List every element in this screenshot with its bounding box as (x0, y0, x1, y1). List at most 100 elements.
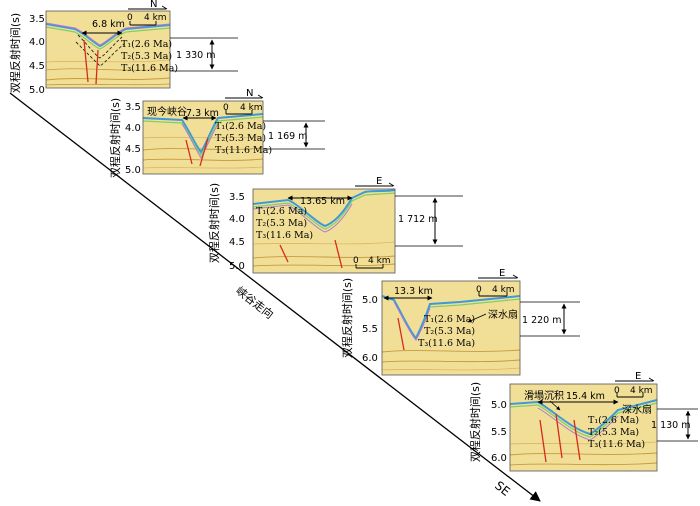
y-axis-title: 双程反射时间(s) (340, 278, 354, 358)
orientation-label: E (376, 176, 382, 187)
y-axis-title: 双程反射时间(s) (8, 13, 22, 93)
tick-label: 5.0 (125, 165, 141, 176)
horizon-label: T₁(2.6 Ma) (121, 39, 172, 50)
depth-measure: 1 130 m (651, 408, 698, 442)
width-measure: 6.8 km (81, 19, 125, 36)
horizon-label: T₃(11.6 Ma) (215, 145, 272, 156)
tick-label: 5.5 (491, 427, 507, 438)
width-label: 6.8 km (92, 19, 125, 30)
tick-label: 6.0 (362, 353, 378, 364)
horizon-label: T₁(2.6 Ma) (424, 314, 475, 325)
seismic-panel-2: 双程反射时间(s) 3.5 4.0 4.5 5.0 N (108, 88, 325, 178)
horizon-label: T₂(5.3 Ma) (424, 326, 475, 337)
tick-label: 4.0 (229, 214, 245, 225)
y-axis-ticks: 3.5 4.0 4.5 5.0 (229, 192, 245, 272)
annotation-current-canyon: 现今峡谷 (147, 105, 187, 118)
tick-label: 3.5 (229, 192, 245, 203)
tick-label: 5.0 (362, 295, 378, 306)
scale-length: 4 km (144, 13, 167, 23)
depth-label: 1 712 m (398, 214, 437, 225)
y-axis-title: 双程反射时间(s) (108, 98, 122, 178)
scale-length: 4 km (368, 256, 391, 266)
horizon-label: T₂(5.3 Ma) (256, 218, 307, 229)
width-label: 7.3 km (186, 108, 219, 119)
y-axis-ticks: 5.0 5.5 6.0 (362, 295, 378, 364)
seismic-panel-5: 双程反射时间(s) 5.0 5.5 6.0 E (468, 371, 698, 472)
y-axis-ticks: 3.5 4.0 4.5 5.0 (29, 14, 45, 96)
scale-length: 4 km (492, 285, 515, 295)
width-measure: 7.3 km (182, 108, 219, 121)
orientation-indicator: N (128, 0, 168, 10)
tick-label: 3.5 (29, 14, 45, 25)
canyon-direction-label: 峡谷走向 (233, 283, 276, 321)
width-measure: 15.4 km (537, 391, 619, 405)
horizon-label: T₂(5.3 Ma) (215, 133, 266, 144)
horizon-label: T₃(11.6 Ma) (121, 63, 178, 74)
depth-measure: 1 220 m (520, 301, 580, 337)
seismic-image (509, 383, 658, 472)
scale-length: 4 km (240, 103, 263, 113)
depth-measure: 1 712 m (395, 195, 463, 247)
scale-zero: 0 (476, 285, 482, 295)
tick-label: 4.5 (125, 144, 141, 155)
tick-label: 6.0 (491, 453, 507, 464)
scale-length: 4 km (630, 386, 653, 396)
seismic-panel-3: 双程反射时间(s) 3.5 4.0 4.5 5.0 E 13.65 km (207, 176, 463, 274)
tick-label: 5.0 (29, 85, 45, 96)
horizon-label: T₃(11.6 Ma) (256, 230, 313, 241)
horizon-label: T₁(2.6 Ma) (256, 206, 307, 217)
depth-label: 1 169 m (268, 131, 307, 142)
annotation-deepwater-fan: 深水扇 (622, 403, 652, 416)
orientation-indicator: E (615, 371, 655, 382)
width-measure: 13.3 km (383, 286, 433, 301)
depth-measure: 1 330 m (170, 37, 238, 72)
tick-label: 4.0 (29, 37, 45, 48)
scale-zero: 0 (353, 256, 359, 266)
horizon-label: T₁(2.6 Ma) (215, 121, 266, 132)
seismic-panel-1: 双程反射时间(s) 3.5 4.0 4.5 5.0 N (8, 0, 238, 96)
seismic-image (381, 280, 521, 376)
annotation-slump-deposit: 滑塌沉积 (524, 389, 564, 402)
scale-bar: 0 4 km (223, 103, 263, 115)
tick-label: 5.0 (229, 261, 245, 272)
horizon-label: T₂(5.3 Ma) (588, 427, 639, 438)
horizon-labels: T₁(2.6 Ma) T₂(5.3 Ma) T₃(11.6 Ma) (256, 206, 313, 241)
orientation-label: E (499, 268, 505, 279)
annotation-pointer (467, 313, 487, 323)
orientation-label: E (635, 371, 641, 382)
y-axis-ticks: 5.0 5.5 6.0 (491, 400, 507, 464)
horizon-label: T₁(2.6 Ma) (588, 415, 639, 426)
horizon-labels: T₁(2.6 Ma) T₂(5.3 Ma) T₃(11.6 Ma) (215, 121, 272, 156)
seismic-image (252, 188, 396, 274)
tick-label: 5.5 (362, 324, 378, 335)
scale-zero: 0 (223, 103, 229, 113)
seismic-image (45, 10, 171, 89)
y-axis-title: 双程反射时间(s) (207, 183, 221, 263)
width-label: 15.4 km (566, 391, 605, 402)
depth-label: 1 220 m (522, 315, 561, 326)
tick-label: 4.5 (229, 237, 245, 248)
tick-label: 4.5 (29, 61, 45, 72)
scale-bar: 0 4 km (127, 13, 167, 26)
horizon-label: T₂(5.3 Ma) (121, 51, 172, 62)
horizon-labels: T₁(2.6 Ma) T₂(5.3 Ma) T₃(11.6 Ma) (418, 314, 475, 349)
orientation-indicator: E (355, 176, 395, 187)
horizon-labels: T₁(2.6 Ma) T₂(5.3 Ma) T₃(11.6 Ma) (588, 415, 645, 450)
tick-label: 3.5 (125, 102, 141, 113)
orientation-indicator: N (225, 88, 264, 99)
orientation-label: N (246, 88, 253, 99)
depth-measure: 1 169 m (263, 120, 325, 150)
y-axis-ticks: 3.5 4.0 4.5 5.0 (125, 102, 141, 176)
depth-label: 1 130 m (651, 420, 690, 431)
orientation-label: N (150, 0, 157, 10)
depth-label: 1 330 m (176, 50, 215, 61)
horizon-label: T₃(11.6 Ma) (418, 338, 475, 349)
tick-label: 4.0 (125, 123, 141, 134)
width-label: 13.3 km (394, 286, 433, 297)
width-measure: 13.65 km (287, 195, 353, 207)
scale-zero: 0 (614, 386, 620, 396)
scale-bar: 0 4 km (476, 285, 515, 297)
orientation-indicator: E (478, 268, 519, 279)
scale-bar: 0 4 km (614, 386, 653, 398)
